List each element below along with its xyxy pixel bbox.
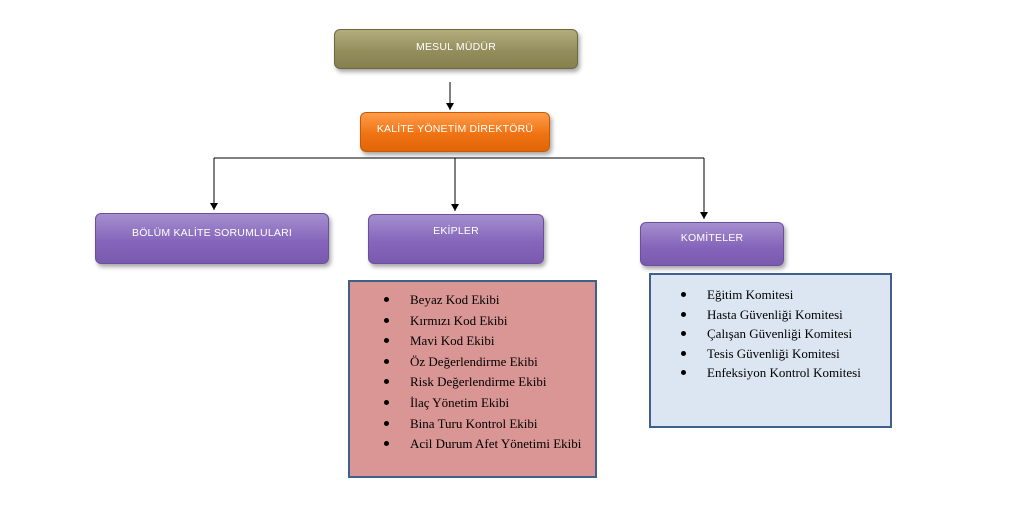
manager-node: MESUL MÜDÜR [334, 29, 578, 69]
list-item: Enfeksiyon Kontrol Komitesi [681, 363, 886, 383]
arrowhead-teams [451, 204, 459, 211]
arrowhead-dept [210, 203, 218, 210]
committees-list-box: Eğitim Komitesi Hasta Güvenliği Komitesi… [649, 273, 892, 428]
list-item: Acil Durum Afet Yönetimi Ekibi [384, 434, 591, 455]
list-item: Mavi Kod Ekibi [384, 331, 591, 352]
dept-quality-label: BÖLÜM KALİTE SORUMLULARI [131, 227, 292, 239]
committees-node: KOMİTELER [640, 222, 784, 266]
list-item: Beyaz Kod Ekibi [384, 290, 591, 311]
list-item: İlaç Yönetim Ekibi [384, 393, 591, 414]
teams-node: EKİPLER [368, 214, 544, 264]
dept-quality-node: BÖLÜM KALİTE SORUMLULARI [95, 213, 329, 264]
manager-label: MESUL MÜDÜR [416, 41, 496, 53]
list-item: Bina Turu Kontrol Ekibi [384, 414, 591, 435]
list-item: Kırmızı Kod Ekibi [384, 311, 591, 332]
arrowhead-director [446, 103, 454, 110]
committees-label: KOMİTELER [680, 232, 744, 244]
list-item: Eğitim Komitesi [681, 285, 886, 305]
list-item: Öz Değerlendirme Ekibi [384, 352, 591, 373]
director-node: KALİTE YÖNETİM DİREKTÖRÜ [360, 112, 550, 152]
list-item: Hasta Güvenliği Komitesi [681, 305, 886, 325]
list-item: Çalışan Güvenliği Komitesi [681, 324, 886, 344]
arrowhead-committees [700, 212, 708, 219]
teams-label: EKİPLER [433, 225, 479, 237]
teams-list-box: Beyaz Kod Ekibi Kırmızı Kod Ekibi Mavi K… [348, 280, 597, 478]
list-item: Risk Değerlendirme Ekibi [384, 372, 591, 393]
director-label: KALİTE YÖNETİM DİREKTÖRÜ [376, 123, 534, 135]
list-item: Tesis Güvenliği Komitesi [681, 344, 886, 364]
